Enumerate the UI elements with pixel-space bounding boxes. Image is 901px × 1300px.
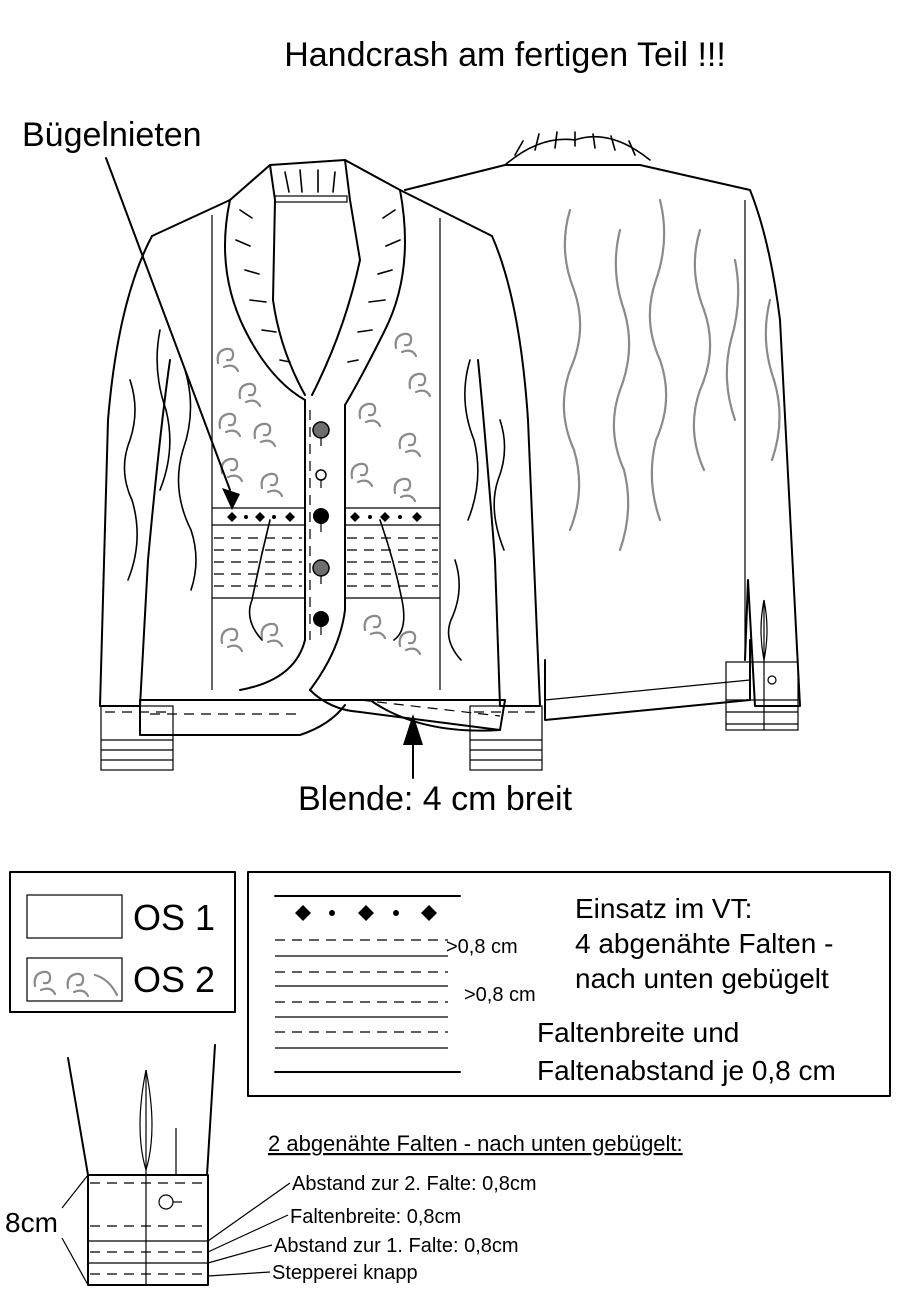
cuff-note-1: Abstand zur 2. Falte: 0,8cm [292, 1173, 537, 1195]
cuff-note-2: Faltenbreite: 0,8cm [290, 1206, 461, 1228]
back-jacket-drawing [404, 131, 801, 731]
pleat-measure-2: >0,8 cm [464, 984, 536, 1006]
cuff-detail: 8cm 2 abgenähte Falten - nach unten gebü… [5, 1044, 683, 1286]
insert-heading: Einsatz im VT: [575, 893, 752, 924]
rivets-callout: Bügelnieten [22, 116, 202, 154]
rivets-leader-line [105, 157, 231, 491]
front-jacket-drawing [99, 159, 543, 771]
cuff-note-4: Stepperei knapp [272, 1262, 418, 1284]
material-legend: OS 1 OS 2 [9, 871, 236, 1013]
cuff-heading: 2 abgenähte Falten - nach unten gebügelt… [268, 1131, 683, 1156]
insert-line-1: 4 abgenähte Falten - [575, 928, 833, 959]
page-title: Handcrash am fertigen Teil !!! [284, 36, 726, 74]
binding-callout: Blende: 4 cm breit [298, 780, 573, 818]
insert-detail: >0,8 cm >0,8 cm Einsatz im VT: 4 abgenäh… [247, 871, 891, 1097]
rivets-arrowhead [222, 488, 240, 510]
legend-os1-label: OS 1 [133, 897, 215, 938]
cuff-note-3: Abstand zur 1. Falte: 0,8cm [274, 1235, 519, 1257]
pleat-measure-1: >0,8 cm [446, 936, 518, 958]
insert-line-4: Faltenabstand je 0,8 cm [537, 1055, 836, 1086]
legend-os2-label: OS 2 [133, 959, 215, 1000]
diamond-dot-pattern [295, 905, 437, 921]
binding-arrowhead [403, 714, 423, 745]
insert-line-2: nach unten gebügelt [575, 963, 829, 994]
insert-line-3: Faltenbreite und [537, 1017, 739, 1048]
cuff-height-label: 8cm [5, 1207, 58, 1238]
